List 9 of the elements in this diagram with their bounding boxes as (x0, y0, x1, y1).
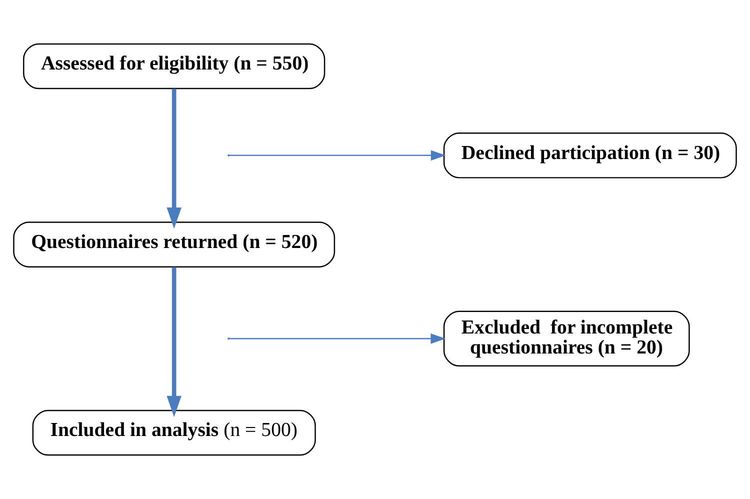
node-box: Declined participation (n = 30) (443, 132, 737, 178)
node-box: Questionnaires returned (n = 520) (13, 222, 336, 268)
node-box: Included in analysis (n = 500) (32, 410, 316, 456)
arrow (166, 267, 182, 418)
arrow (229, 333, 446, 344)
node-box: Excluded for incomplete questionnaires (n = 20) (443, 310, 690, 367)
node-box: Assessed for eligibility (n = 550) (23, 43, 326, 90)
arrow (166, 88, 182, 229)
arrow (229, 150, 446, 161)
